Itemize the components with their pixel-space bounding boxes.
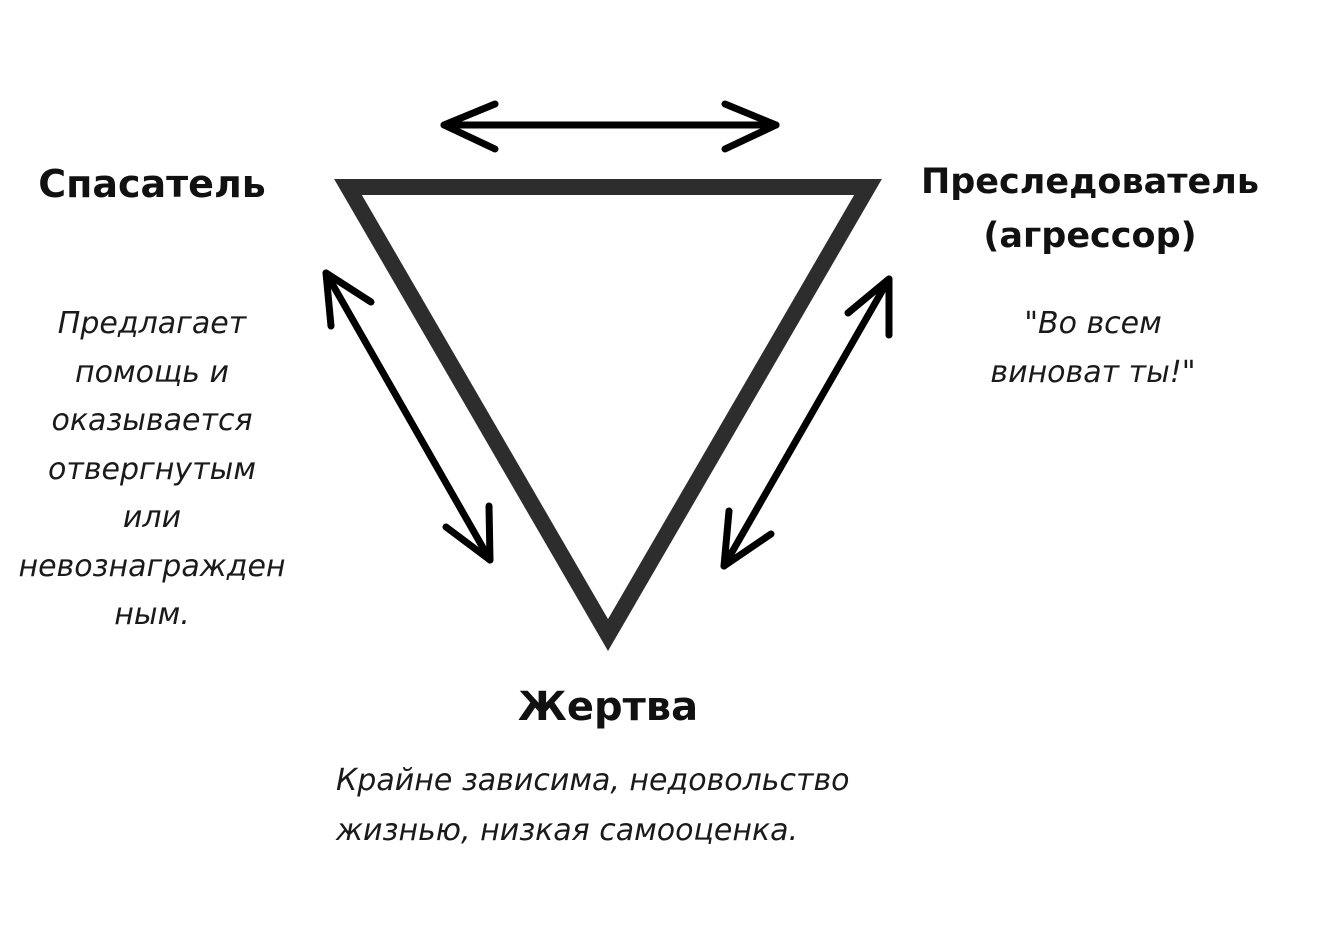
title-line: Преследователь: [920, 162, 1260, 202]
title-line: (агрессор): [983, 216, 1197, 256]
desc-line: невознагражден: [18, 548, 286, 584]
desc-line: Крайне зависима, недовольство: [336, 763, 850, 798]
desc-line: ным.: [114, 597, 190, 632]
desc-line: или: [122, 500, 182, 535]
victim-description: Крайне зависима, недовольство жизнью, ни…: [336, 756, 956, 856]
persecutor-description: "Во всем виноват ты!": [893, 300, 1293, 397]
desc-line: "Во всем: [1024, 306, 1162, 341]
victim-title: Жертва: [517, 684, 699, 730]
desc-line: Предлагает: [57, 306, 247, 341]
arrow-rescuer-victim: [322, 269, 494, 564]
rescuer-title: Спасатель: [38, 162, 266, 206]
desc-line: помощь и: [75, 354, 229, 390]
rescuer-description: Предлагает помощь и оказывается отвергну…: [2, 300, 302, 640]
arrow-rescuer-persecutor: [440, 100, 780, 153]
desc-line: оказывается: [51, 403, 253, 438]
arrow-persecutor-victim: [720, 275, 893, 570]
desc-line: отвергнутым: [48, 451, 256, 487]
persecutor-title: Преследователь (агрессор): [890, 155, 1290, 263]
desc-line: жизнью, низкая самооценка.: [336, 813, 798, 848]
desc-line: виноват ты!": [990, 354, 1196, 390]
triangle: [334, 179, 882, 651]
